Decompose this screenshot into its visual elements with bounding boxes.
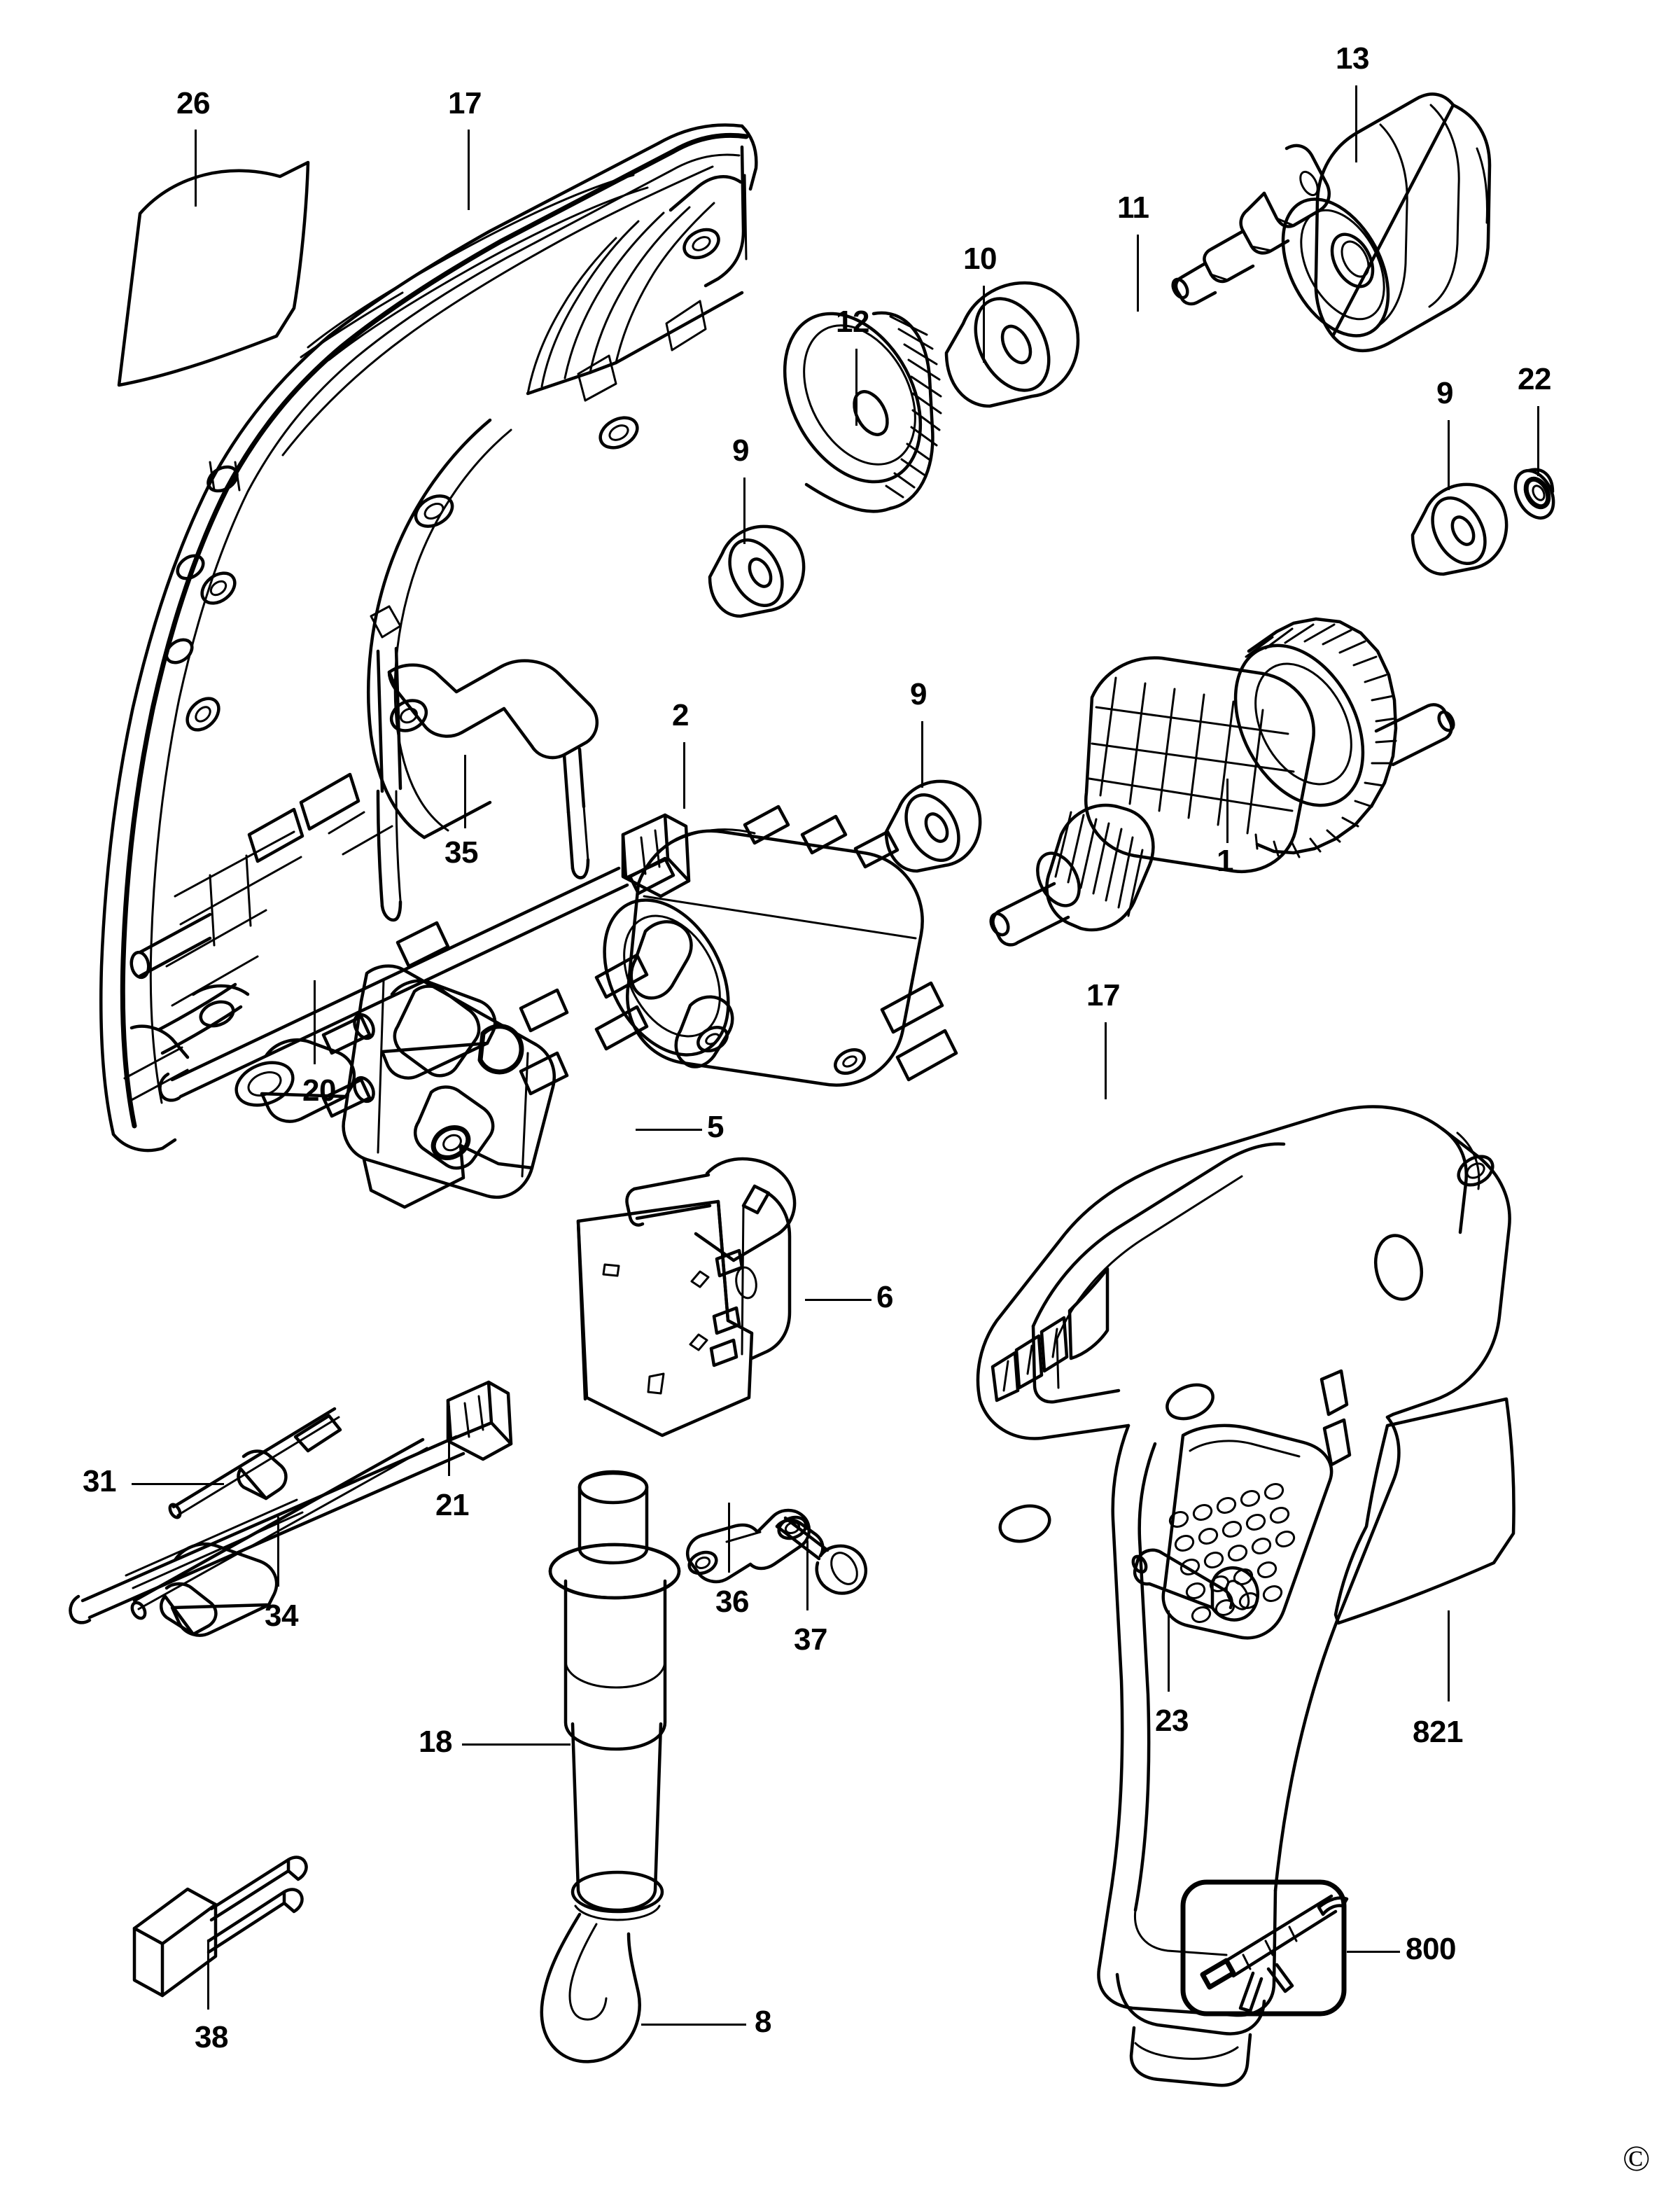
part-31-wire-lead (168, 1407, 342, 1519)
callout-22: 22 (1518, 362, 1551, 396)
leader-821 (1448, 1610, 1450, 1701)
callout-17-assembled: 17 (1086, 978, 1120, 1012)
part-800-accessory-icon (1180, 1879, 1349, 2017)
part-17b-assembled-drill (976, 1105, 1511, 2087)
part-22-oil-seal (1513, 468, 1555, 520)
leader-20 (314, 980, 316, 1064)
part-1-armature (989, 617, 1455, 947)
part-9b-bearing (1410, 482, 1508, 576)
armature-commutator (1036, 803, 1155, 932)
part-9c-bearing (884, 779, 982, 873)
leader-37 (806, 1540, 808, 1610)
part-5-brush-holder-plate (321, 921, 569, 1209)
leader-9-right (1448, 420, 1450, 490)
part-37-knob-screw (775, 1516, 867, 1595)
leader-17-assembled (1105, 1022, 1107, 1099)
callout-13: 13 (1336, 41, 1369, 76)
leader-1 (1226, 779, 1228, 843)
leader-23 (1168, 1610, 1170, 1692)
callout-12: 12 (836, 305, 869, 339)
leader-13 (1355, 85, 1357, 162)
leader-31 (132, 1483, 224, 1485)
callout-23: 23 (1155, 1704, 1189, 1738)
callout-6: 6 (876, 1280, 893, 1314)
callout-9-upper-left: 9 (732, 433, 749, 468)
callout-21: 21 (435, 1488, 469, 1522)
leader-38 (207, 1940, 209, 2010)
part-18-side-handle (540, 1470, 681, 2063)
leader-9-center (921, 721, 923, 788)
callout-20: 20 (302, 1073, 336, 1108)
part-10-spacer-washer (944, 281, 1080, 408)
callout-10: 10 (963, 242, 997, 276)
copyright-symbol: © (1623, 2139, 1651, 2179)
callout-2: 2 (672, 698, 689, 732)
callout-5: 5 (707, 1110, 724, 1144)
part-6-trigger-switch (576, 1157, 797, 1437)
part-36-link-lever (686, 1508, 811, 1584)
callout-36: 36 (715, 1585, 749, 1619)
leader-2 (683, 742, 685, 809)
part-38-carbon-brush (132, 1856, 308, 1998)
callout-26: 26 (176, 86, 210, 120)
callout-17-left: 17 (448, 86, 482, 120)
part-26-label-plate (117, 160, 310, 387)
part-35-selector-lever (370, 605, 599, 922)
leader-21 (448, 1406, 450, 1476)
leader-5 (636, 1129, 702, 1131)
part-11-spindle (1171, 144, 1331, 306)
callout-800: 800 (1406, 1932, 1456, 1966)
callout-11: 11 (1117, 190, 1149, 225)
part-821-warning-label (1334, 1397, 1516, 1625)
leader-10 (983, 286, 985, 363)
leader-22 (1537, 406, 1539, 476)
leader-18 (462, 1743, 570, 1746)
part-17-housing-left (99, 123, 758, 1153)
part-8-handle-hook (540, 1912, 641, 2063)
leader-17-left (468, 130, 470, 210)
part-23-pin (1131, 1548, 1260, 1622)
leader-6 (805, 1299, 872, 1301)
leader-11 (1137, 235, 1139, 312)
leader-35 (464, 755, 466, 828)
callout-9-right: 9 (1436, 376, 1453, 410)
part-12-gear-wheel (783, 311, 942, 513)
callout-1: 1 (1217, 844, 1233, 878)
part-9a-bearing (708, 524, 806, 618)
part-13-chuck (1281, 92, 1492, 353)
callout-35: 35 (444, 835, 478, 870)
leader-36 (728, 1503, 730, 1573)
callout-31: 31 (83, 1464, 116, 1498)
leader-26 (195, 130, 197, 207)
part-20-cable-lead-long (158, 813, 691, 1123)
part-2-field-stator (594, 805, 958, 1087)
leader-800 (1347, 1951, 1400, 1953)
callout-821: 821 (1413, 1715, 1463, 1749)
callout-37: 37 (794, 1622, 827, 1657)
callout-9-center: 9 (910, 677, 927, 711)
leader-9-upper-left (743, 478, 746, 544)
callout-8: 8 (755, 2005, 771, 2039)
leader-8 (641, 2024, 746, 2026)
leader-12 (855, 349, 858, 426)
callout-38: 38 (195, 2020, 228, 2054)
part-34-wire-lead (130, 1437, 428, 1636)
callout-18: 18 (419, 1725, 452, 1759)
leader-34 (277, 1517, 279, 1587)
armature-fan (1233, 617, 1398, 858)
callout-34: 34 (265, 1599, 298, 1633)
